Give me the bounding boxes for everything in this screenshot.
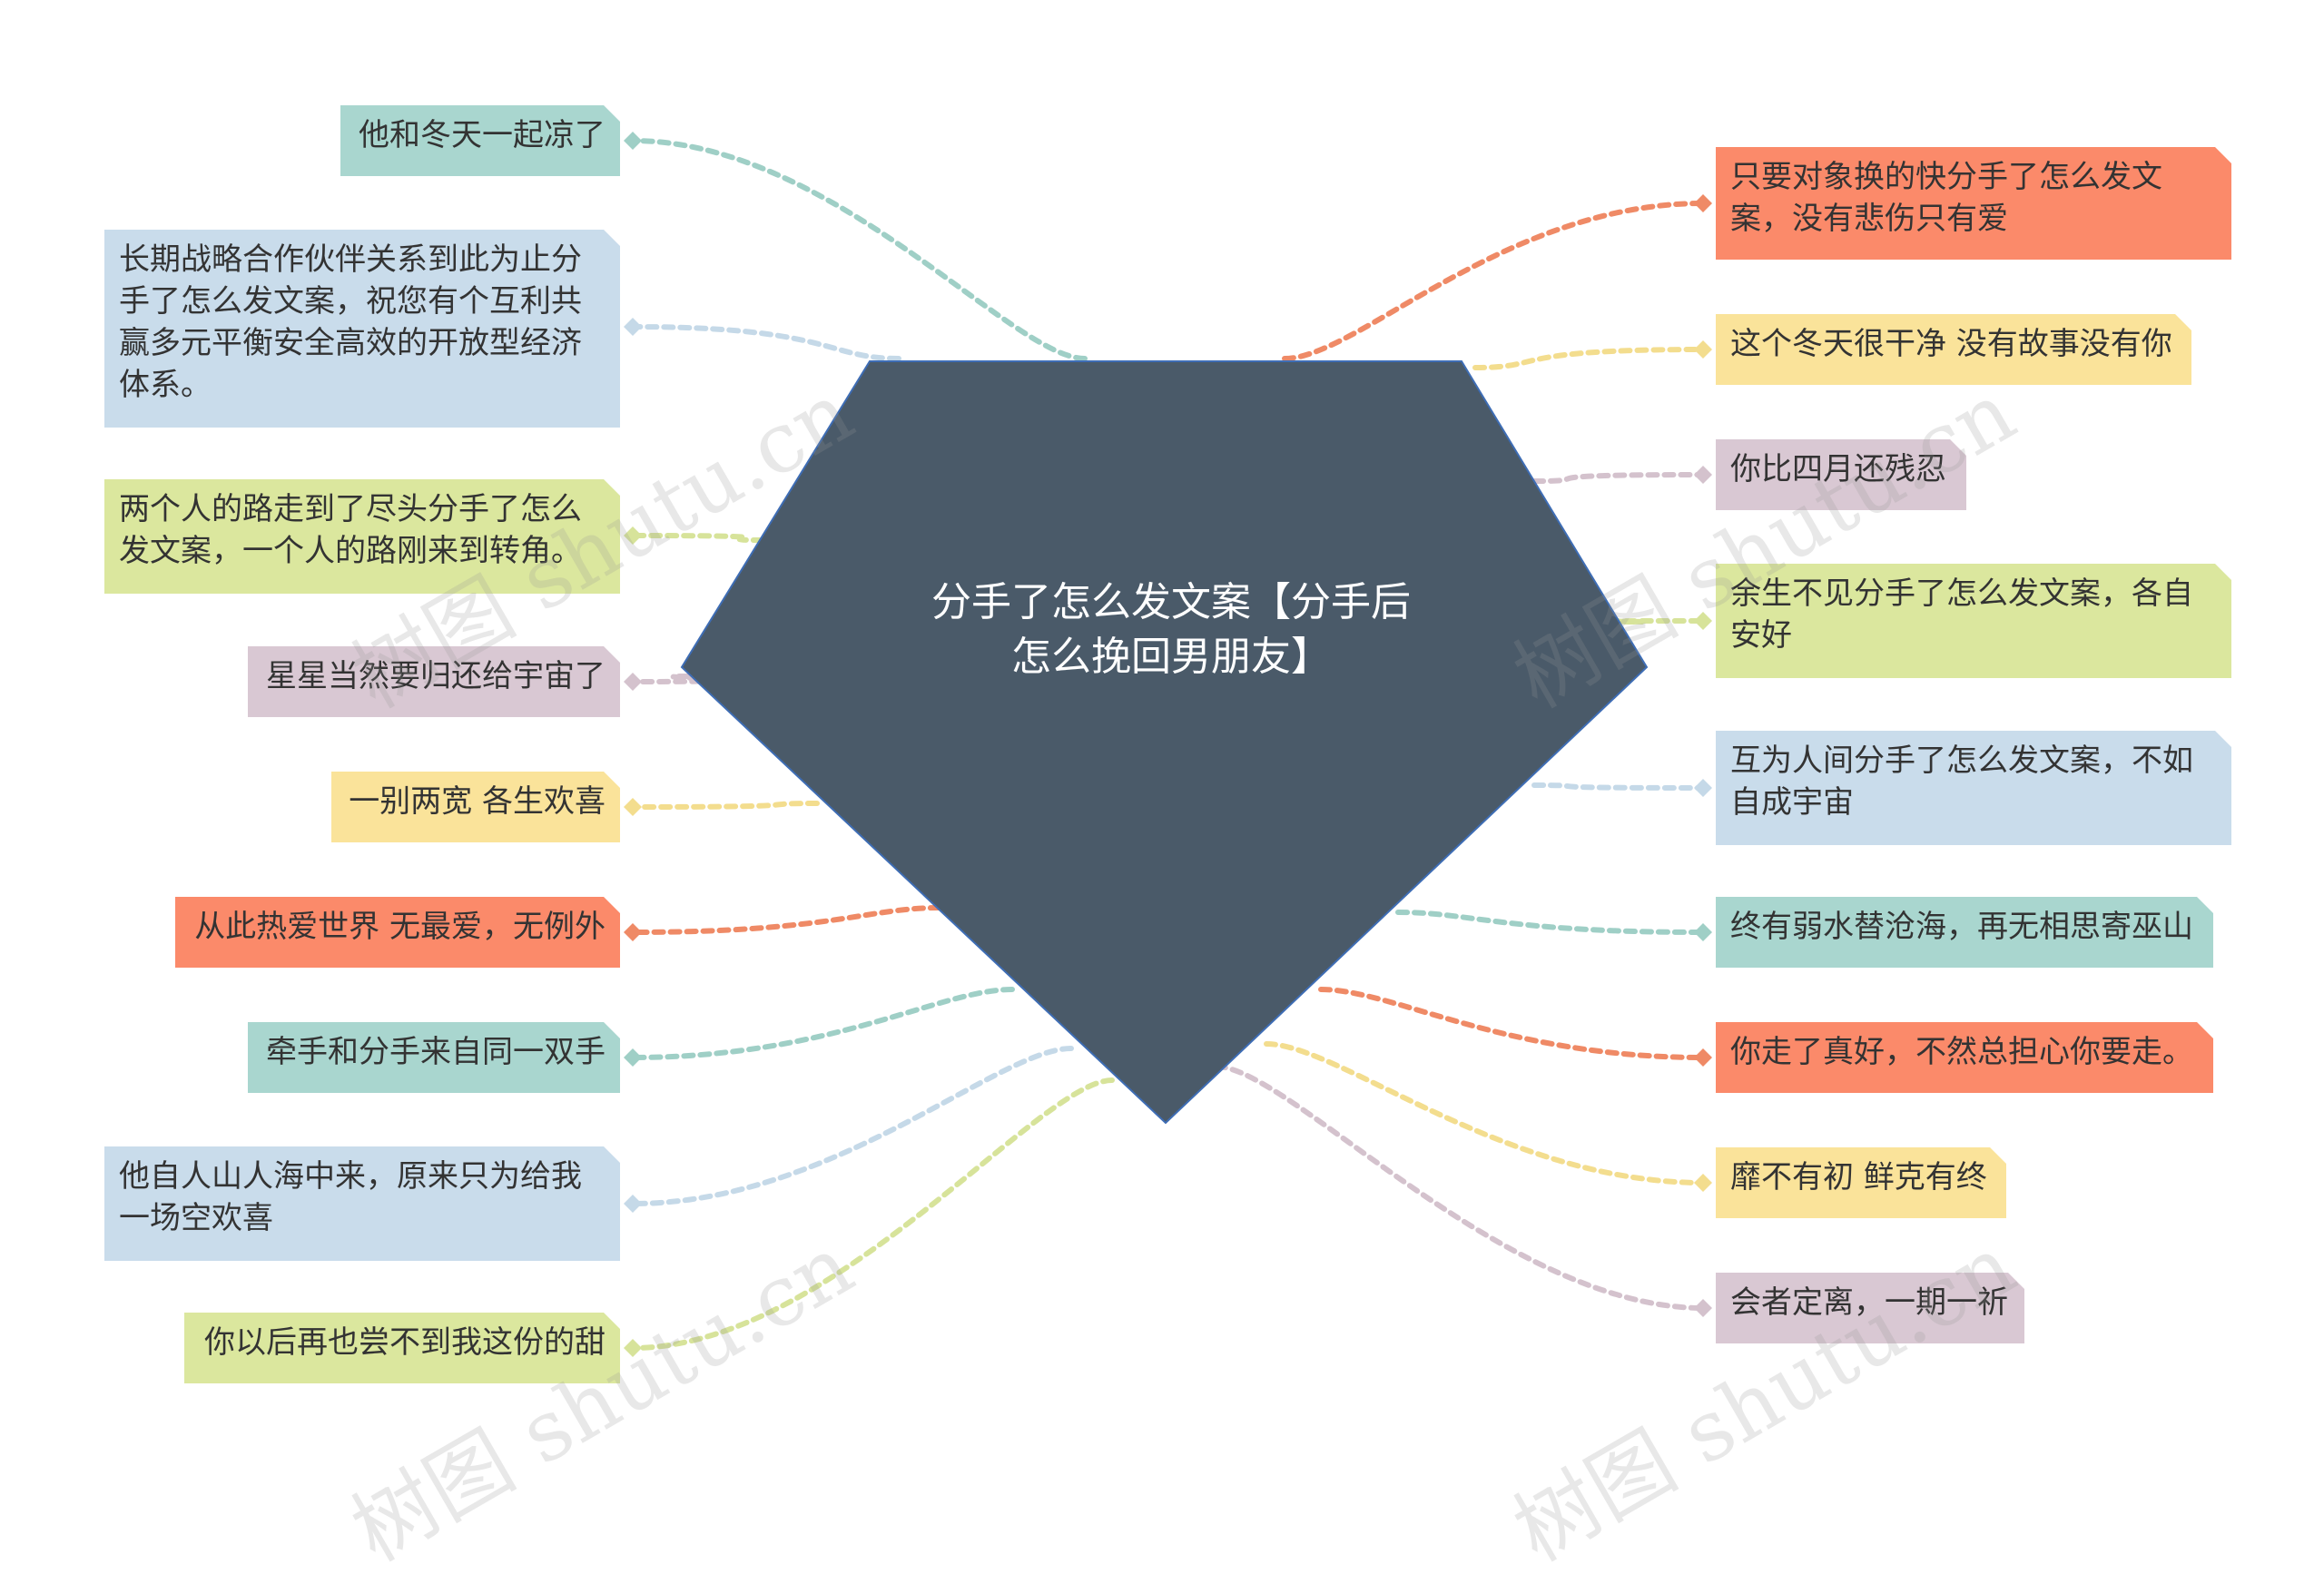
right-connector-diamond-7 xyxy=(1694,1048,1712,1067)
right-connector-diamond-4 xyxy=(1694,612,1712,630)
left-connector-diamond-8 xyxy=(624,1195,642,1213)
left-connector-diamond-3 xyxy=(624,526,642,545)
right-connector-6 xyxy=(1395,910,1706,935)
left-connector-diamond-1 xyxy=(624,132,642,150)
right-connector-7 xyxy=(1318,987,1706,1060)
right-connector-3 xyxy=(1531,472,1706,484)
right-connector-8 xyxy=(1264,1041,1706,1186)
left-connector-diamond-5 xyxy=(624,798,642,816)
left-branch-node-8[interactable]: 他自人山人海中来，原来只为给我一场空欢喜 xyxy=(104,1146,620,1261)
right-branch-node-4[interactable]: 余生不见分手了怎么发文案，各自安好 xyxy=(1716,564,2231,678)
left-connector-diamond-7 xyxy=(624,1048,642,1067)
left-connector-5 xyxy=(630,801,820,810)
right-branch-node-8[interactable]: 靡不有初 鲜克有终 xyxy=(1716,1147,2006,1218)
left-branch-node-6[interactable]: 从此热爱世界 无最爱，无例外 xyxy=(175,897,620,968)
left-branch-node-2[interactable]: 长期战略合作伙伴关系到此为止分手了怎么发文案，祝您有个互利共赢多元平衡安全高效的… xyxy=(104,230,620,428)
left-branch-node-4[interactable]: 星星当然要归还给宇宙了 xyxy=(248,646,620,717)
right-branch-node-9[interactable]: 会者定离，一期一祈 xyxy=(1716,1273,2024,1343)
left-connector-6 xyxy=(630,905,942,935)
right-connector-diamond-8 xyxy=(1694,1174,1712,1192)
right-connector-diamond-3 xyxy=(1694,466,1712,484)
right-connector-2 xyxy=(1472,347,1706,370)
right-branch-node-6[interactable]: 终有弱水替沧海，再无相思寄巫山 xyxy=(1716,897,2213,968)
left-branch-node-7[interactable]: 牵手和分手来自同一双手 xyxy=(248,1022,620,1093)
left-branch-node-9[interactable]: 你以后再也尝不到我这份的甜 xyxy=(184,1313,620,1383)
center-pentagon[interactable] xyxy=(680,360,1649,1125)
right-connector-diamond-5 xyxy=(1694,779,1712,797)
right-connector-diamond-9 xyxy=(1694,1299,1712,1317)
left-connector-9 xyxy=(630,1077,1115,1351)
left-connector-8 xyxy=(630,1046,1074,1206)
right-branch-node-3[interactable]: 你比四月还残忍 xyxy=(1716,439,1966,510)
left-connector-7 xyxy=(630,987,1015,1060)
right-connector-diamond-1 xyxy=(1694,194,1712,212)
center-topic-title[interactable]: 分手了怎么发文案【分手后怎么挽回男朋友】 xyxy=(931,579,1411,680)
right-branch-node-5[interactable]: 互为人间分手了怎么发文案，不如自成宇宙 xyxy=(1716,731,2231,845)
left-branch-node-1[interactable]: 他和冬天一起凉了 xyxy=(340,105,620,176)
right-branch-node-2[interactable]: 这个冬天很干净 没有故事没有你 xyxy=(1716,314,2191,385)
mindmap-canvas xyxy=(624,132,1712,1357)
left-branch-node-5[interactable]: 一别两宽 各生欢喜 xyxy=(331,772,620,842)
right-connector-diamond-2 xyxy=(1694,340,1712,359)
right-connector-diamond-6 xyxy=(1694,923,1712,941)
left-connector-diamond-4 xyxy=(624,673,642,691)
left-connector-2 xyxy=(630,324,901,361)
left-connector-diamond-2 xyxy=(624,318,642,336)
left-connector-1 xyxy=(630,138,1088,361)
right-connector-9 xyxy=(1214,1064,1706,1311)
right-branch-node-1[interactable]: 只要对象换的快分手了怎么发文案，没有悲伤只有爱 xyxy=(1716,147,2231,260)
right-connector-1 xyxy=(1282,201,1706,361)
left-connector-diamond-6 xyxy=(624,923,642,941)
left-connector-diamond-9 xyxy=(624,1339,642,1357)
right-branch-node-7[interactable]: 你走了真好，不然总担心你要走。 xyxy=(1716,1022,2213,1093)
left-branch-node-3[interactable]: 两个人的路走到了尽头分手了怎么发文案，一个人的路刚来到转角。 xyxy=(104,479,620,594)
left-connector-3 xyxy=(630,533,765,543)
right-connector-5 xyxy=(1531,782,1706,791)
connector-markers xyxy=(624,132,1712,1357)
